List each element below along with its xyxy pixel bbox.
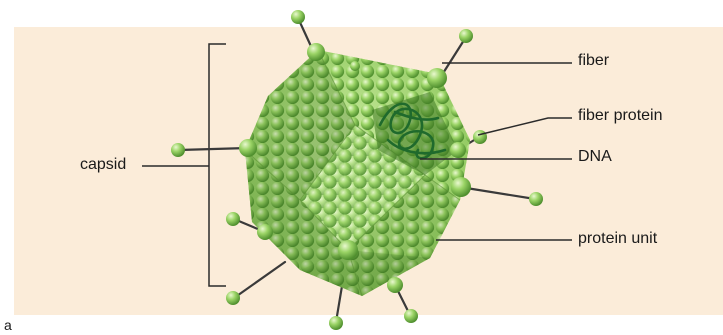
fiber-label: fiber: [578, 52, 609, 70]
dna-label: DNA: [578, 148, 612, 166]
capsid-label: capsid: [80, 156, 126, 174]
protein-unit-label: protein unit: [578, 230, 657, 248]
panel-letter: a: [4, 316, 12, 334]
fiber-protein-label: fiber protein: [578, 107, 663, 125]
